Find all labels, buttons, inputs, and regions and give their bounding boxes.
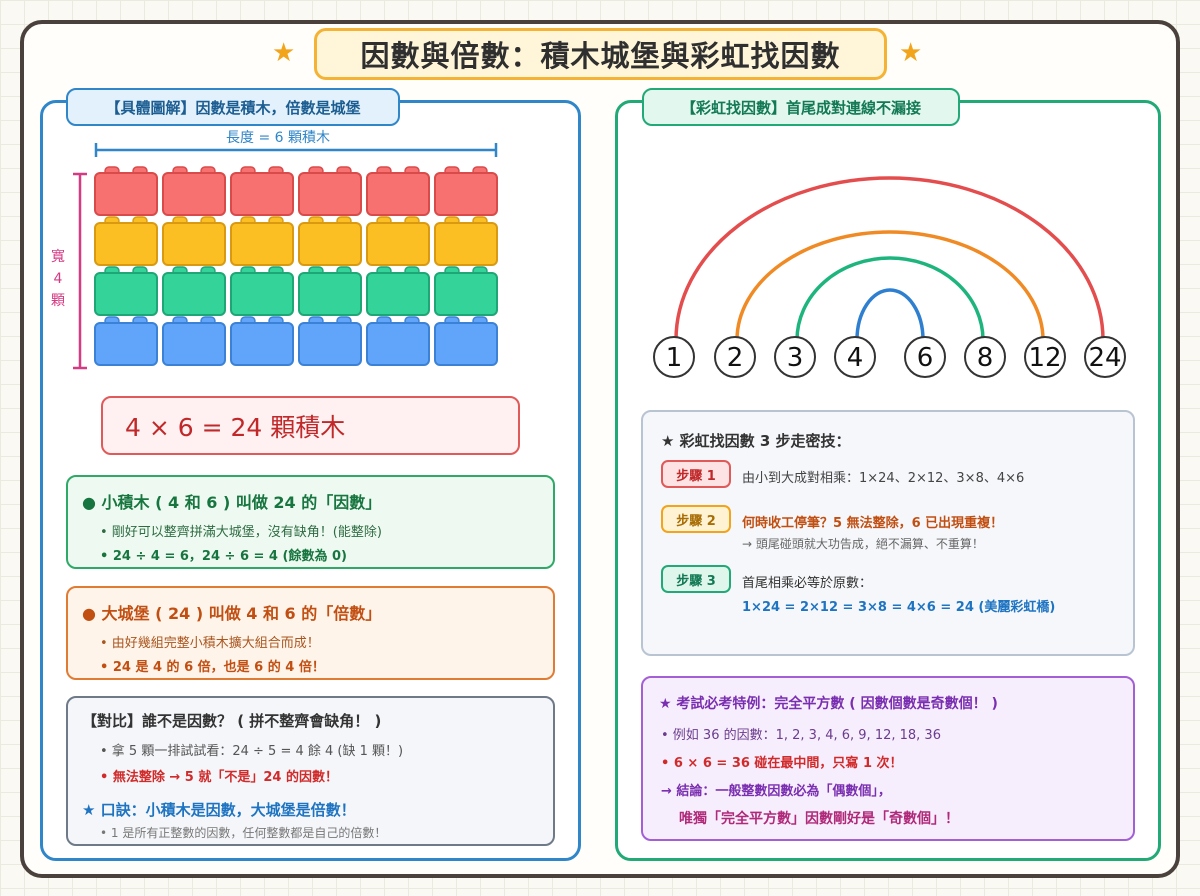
step-3-subtext: 1×24 = 2×12 = 3×8 = 4×6 = 24 (美麗彩虹橋): [742, 600, 1056, 615]
exam-box: ★ 考試必考特例：完全平方數 ( 因數個數是奇數個！ ) • 例如 36 的因數…: [641, 676, 1135, 841]
block: [162, 166, 226, 216]
exam-line-3: → 結論：一般整數因數必為「偶數個」，: [661, 784, 891, 799]
block: [434, 216, 498, 266]
block: [230, 216, 294, 266]
equation-box: 4 × 6 = 24 顆積木: [101, 396, 520, 455]
step-2-tag: 步驟 2: [661, 505, 731, 533]
page-title: 因數與倍數：積木城堡與彩虹找因數: [314, 28, 887, 80]
factor-label: 24: [1088, 343, 1121, 373]
rainbow-arc: [735, 230, 1045, 341]
step-1-text: 由小到大成對相乘：1×24、2×12、3×8、4×6: [742, 471, 1025, 486]
block: [298, 316, 362, 366]
factor-node: 1: [653, 336, 695, 378]
block: [366, 266, 430, 316]
step-3-text: 首尾相乘必等於原數：: [742, 576, 873, 591]
factor-label: 3: [787, 343, 804, 373]
block: [230, 266, 294, 316]
factor-line-1: • 剛好可以整齊拼滿大城堡，沒有缺角！(能整除): [100, 525, 382, 540]
step-2-subtext: → 頭尾碰頭就大功告成，絕不漏算、不重算！: [742, 537, 984, 551]
multiple-line-1: • 由好幾組完整小積木擴大組合而成！: [100, 636, 320, 651]
multiple-line-2: • 24 是 4 的 6 倍，也是 6 的 4 倍！: [100, 660, 325, 675]
block: [94, 166, 158, 216]
multiple-heading: ● 大城堡 ( 24 ) 叫做 4 和 6 的「倍數」: [82, 604, 382, 623]
factor-node: 24: [1084, 336, 1126, 378]
factor-label: 8: [977, 343, 994, 373]
block: [94, 266, 158, 316]
block: [162, 266, 226, 316]
block: [434, 166, 498, 216]
contrast-line-2: • 無法整除 → 5 就「不是」24 的因數！: [100, 770, 338, 785]
block: [162, 316, 226, 366]
width-label-1: 寬: [51, 249, 65, 265]
width-dimension-arrow: [73, 172, 87, 370]
block: [230, 166, 294, 216]
factor-line-2: • 24 ÷ 4 = 6，24 ÷ 6 = 4 (餘數為 0): [100, 549, 347, 564]
width-label-3: 顆: [51, 293, 65, 309]
block: [366, 166, 430, 216]
rainbow-arc: [674, 176, 1105, 341]
factor-label: 6: [917, 343, 934, 373]
rainbow-arc: [795, 256, 985, 341]
factor-label: 12: [1028, 343, 1061, 373]
factor-node: 4: [834, 336, 876, 378]
factor-node: 12: [1024, 336, 1066, 378]
block: [230, 316, 294, 366]
contrast-note: • 1 是所有正整數的因數，任何整數都是自己的倍數！: [100, 826, 387, 840]
right-panel-tab: 【彩虹找因數】首尾成對連線不漏接: [642, 88, 960, 126]
block: [94, 216, 158, 266]
title-star-right-icon: ★: [899, 38, 923, 68]
factor-label: 2: [727, 343, 744, 373]
contrast-line-1: • 拿 5 顆一排試試看：24 ÷ 5 = 4 餘 4 (缺 1 顆！): [100, 744, 404, 759]
length-dimension-arrow: [94, 143, 498, 157]
contrast-heading: 【對比】誰不是因數？ ( 拼不整齊會缺角！ ): [82, 712, 382, 730]
factor-heading: ● 小積木 ( 4 和 6 ) 叫做 24 的「因數」: [82, 493, 382, 512]
length-label: 長度 = 6 顆積木: [226, 130, 330, 146]
factor-label: 4: [847, 343, 864, 373]
steps-box: ★ 彩虹找因數 3 步走密技： 步驟 1 由小到大成對相乘：1×24、2×12、…: [641, 410, 1135, 656]
factor-label: 1: [666, 343, 683, 373]
block: [434, 266, 498, 316]
mnemonic-motto: ★ 口訣：小積木是因數，大城堡是倍數！: [82, 801, 356, 819]
factor-node: 2: [714, 336, 756, 378]
block: [298, 266, 362, 316]
block: [366, 316, 430, 366]
exam-heading: ★ 考試必考特例：完全平方數 ( 因數個數是奇數個！ ): [659, 696, 998, 712]
block-castle: [94, 166, 498, 366]
contrast-box: 【對比】誰不是因數？ ( 拼不整齊會缺角！ ) • 拿 5 顆一排試試看：24 …: [66, 696, 555, 846]
step-2-text: 何時收工停筆？5 無法整除，6 已出現重複！: [742, 516, 1004, 531]
factor-node: 6: [904, 336, 946, 378]
rainbow-arc: [855, 288, 925, 341]
factor-box: ● 小積木 ( 4 和 6 ) 叫做 24 的「因數」 • 剛好可以整齊拼滿大城…: [66, 475, 555, 569]
block: [366, 216, 430, 266]
multiple-box: ● 大城堡 ( 24 ) 叫做 4 和 6 的「倍數」 • 由好幾組完整小積木擴…: [66, 586, 555, 680]
factor-node: 8: [964, 336, 1006, 378]
width-label-2: 4: [53, 271, 63, 287]
block: [162, 216, 226, 266]
factor-node: 3: [774, 336, 816, 378]
left-panel-tab: 【具體圖解】因數是積木，倍數是城堡: [66, 88, 400, 126]
step-3-tag: 步驟 3: [661, 565, 731, 593]
block: [298, 166, 362, 216]
exam-line-1: • 例如 36 的因數：1, 2, 3, 4, 6, 9, 12, 18, 36: [661, 728, 941, 743]
exam-line-4: 唯獨「完全平方數」因數剛好是「奇數個」！: [679, 811, 959, 827]
exam-line-2: • 6 × 6 = 36 碰在最中間，只寫 1 次！: [661, 756, 903, 771]
block: [298, 216, 362, 266]
block: [434, 316, 498, 366]
step-1-tag: 步驟 1: [661, 460, 731, 488]
width-label: 寬 4 顆: [48, 246, 68, 312]
title-star-left-icon: ★: [272, 38, 296, 68]
steps-heading: ★ 彩虹找因數 3 步走密技：: [661, 432, 851, 450]
block: [94, 316, 158, 366]
